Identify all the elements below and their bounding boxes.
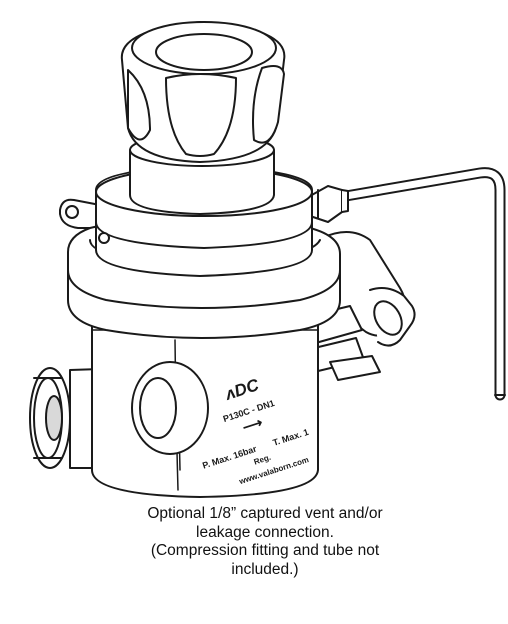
knob: [120, 21, 286, 163]
caption-line: leakage connection.: [196, 523, 334, 541]
valve-body: [91, 284, 319, 498]
caption-line: (Compression fitting and tube not: [150, 542, 380, 559]
caption-line: included.): [231, 560, 299, 578]
left-clamp-wing: [59, 198, 101, 229]
compression-fitting: [309, 185, 349, 223]
vent-tube: [334, 167, 506, 401]
figure-caption: Optional 1/8” captured vent and/or leaka…: [100, 505, 430, 579]
caption-line: Optional 1/8” captured vent and/or: [147, 505, 383, 522]
flow-arrow: ⟶: [240, 414, 264, 435]
valve-line-drawing: ᴧDC P130C - DN1 ⟶ P. Max. 16bar T. Max. …: [29, 21, 506, 498]
